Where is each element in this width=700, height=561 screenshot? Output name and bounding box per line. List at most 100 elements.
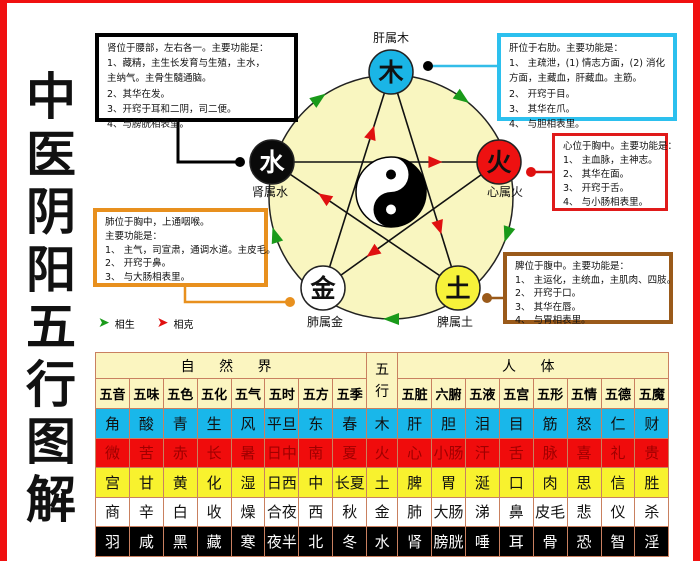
info-line: 1、 主血脉，主神志。 xyxy=(563,155,658,166)
info-line: 4、 与胃相表里。 xyxy=(515,315,591,326)
correspondence-table: 自 然 界 五行 人 体 五音五味五色五化五气五时五方五季五脏六腑五液五宫五形五… xyxy=(94,352,670,557)
element-circle xyxy=(249,139,295,185)
table-cell: 夏 xyxy=(332,437,368,468)
info-line: 方面，主藏血，肝藏血。主筋。 xyxy=(509,73,643,85)
table-cell: 春 xyxy=(332,408,368,439)
nature-header: 自 然 界 xyxy=(94,352,368,379)
element-label: 脾属土 xyxy=(437,314,473,329)
connector-dot xyxy=(423,61,433,71)
column-header: 五脏 xyxy=(397,378,433,409)
table-cell: 肺 xyxy=(397,496,433,527)
info-line: 肾位于腰部，左右各一。主要功能是： xyxy=(107,43,269,54)
legend-label: 相生 xyxy=(114,319,135,331)
column-header: 五季 xyxy=(332,378,368,409)
table-cell: 杀 xyxy=(634,496,670,527)
info-line: 主纳气。主骨生髓通脑。 xyxy=(107,73,212,85)
table-cell: 酸 xyxy=(128,408,164,439)
title-char: 医 xyxy=(26,124,76,184)
info-line: 心位于胸中。主要功能是： xyxy=(563,141,678,152)
table-cell: 财 xyxy=(634,408,670,439)
table-cell: 胆 xyxy=(431,408,466,439)
table-cell: 汗 xyxy=(464,437,500,468)
info-line: 2、 开窍于口。 xyxy=(515,288,582,299)
table-cell: 鼻 xyxy=(498,496,534,527)
restrain-line xyxy=(322,71,392,289)
element-circle xyxy=(476,139,522,185)
title-char: 图 xyxy=(26,412,76,471)
element-cell: 火 xyxy=(366,437,399,468)
title-char: 五 xyxy=(26,297,76,356)
column-header: 五化 xyxy=(196,378,232,409)
info-line: 4、 与胆相表里。 xyxy=(509,119,585,131)
table-cell: 合夜 xyxy=(264,496,300,527)
table-cell: 中 xyxy=(298,467,334,498)
table-cell: 胃 xyxy=(431,467,466,498)
column-header: 五情 xyxy=(566,378,602,409)
restrain-arrow xyxy=(431,219,443,235)
connector-dot xyxy=(235,157,245,167)
info-line: 1、 主疏泄，(1) 情志方面，(2) 消化 xyxy=(509,58,666,70)
column-header: 五形 xyxy=(532,378,568,409)
element-char: 火 xyxy=(486,148,511,177)
table-cell: 藏 xyxy=(196,526,232,557)
table-cell: 黑 xyxy=(162,526,198,557)
info-line: 脾位于腹中。主要功能是： xyxy=(515,261,630,272)
table-cell: 青 xyxy=(162,408,198,439)
info-line: 1、 主运化，主统血，主肌肉、四肢。 xyxy=(515,274,677,286)
info-line: 3、 其华在爪。 xyxy=(509,103,576,115)
table-row: 角酸青生风平旦东春木肝胆泪目筋怒仁财 xyxy=(95,408,670,439)
wuxing-header: 五行 xyxy=(366,352,399,409)
info-line: 3、 其华在唇。 xyxy=(515,301,582,313)
table-cell: 目 xyxy=(498,408,534,439)
info-line: 肝位于右肋。主要功能是： xyxy=(509,43,624,54)
info-line: 1、 主气，司宣肃，通调水道。主皮毛。 xyxy=(105,244,276,256)
table-cell: 化 xyxy=(196,467,232,498)
table-cell: 商 xyxy=(95,496,130,527)
column-header: 五气 xyxy=(230,378,266,409)
element-char: 水 xyxy=(259,148,285,177)
info-line: 2、 其华在面。 xyxy=(563,169,630,180)
table-cell: 辛 xyxy=(128,496,164,527)
table-cell: 肉 xyxy=(532,467,568,498)
table-cell: 口 xyxy=(498,467,534,498)
element-node: 火 xyxy=(476,139,522,185)
connector-dot xyxy=(285,297,295,307)
table-row: 羽咸黑藏寒夜半北冬水肾膀胱唾耳骨恐智淫 xyxy=(95,526,670,557)
legend-generate: ➤ 相生 xyxy=(98,315,135,331)
table-cell: 涎 xyxy=(464,467,500,498)
table-cell: 悲 xyxy=(566,496,602,527)
generate-arrow xyxy=(271,227,284,245)
legend-restrain: ➤相克 xyxy=(157,315,194,331)
column-header: 五色 xyxy=(162,378,198,409)
restrain-arrow xyxy=(364,125,376,141)
table-cell: 大肠 xyxy=(431,496,466,527)
element-char: 金 xyxy=(309,274,336,303)
info-line: 1、藏精，主生长发育与生殖，主水， xyxy=(107,58,266,70)
title-char: 中 xyxy=(26,67,76,126)
table-cell: 泪 xyxy=(464,408,500,439)
restrain-arrow xyxy=(428,156,443,168)
table-cell: 咸 xyxy=(128,526,164,557)
table-cell: 生 xyxy=(196,408,232,439)
element-label: 肝属木 xyxy=(373,31,409,45)
table-cell: 角 xyxy=(95,408,130,439)
table-cell: 怒 xyxy=(566,408,602,439)
generate-arrow xyxy=(309,93,326,108)
element-cell: 金 xyxy=(366,496,399,527)
green-arrow-icon: ➤ xyxy=(98,315,110,331)
element-circle xyxy=(368,49,414,95)
table-cell: 唾 xyxy=(464,526,500,557)
column-header: 五液 xyxy=(464,378,500,409)
table-cell: 南 xyxy=(298,437,334,468)
connector-dot xyxy=(526,167,536,177)
table-cell: 胜 xyxy=(634,467,670,498)
column-header: 五方 xyxy=(298,378,334,409)
table-cell: 白 xyxy=(162,496,198,527)
element-label: 肺属金 xyxy=(307,314,343,329)
heart-info-box: 心位于胸中。主要功能是：1、 主血脉，主神志。2、 其华在面。3、 开窍于舌。4… xyxy=(552,133,678,211)
table-cell: 涕 xyxy=(464,496,500,527)
connector-dot xyxy=(482,293,492,303)
generate-arrow xyxy=(383,313,399,325)
element-label: 肾属水 xyxy=(252,185,288,199)
